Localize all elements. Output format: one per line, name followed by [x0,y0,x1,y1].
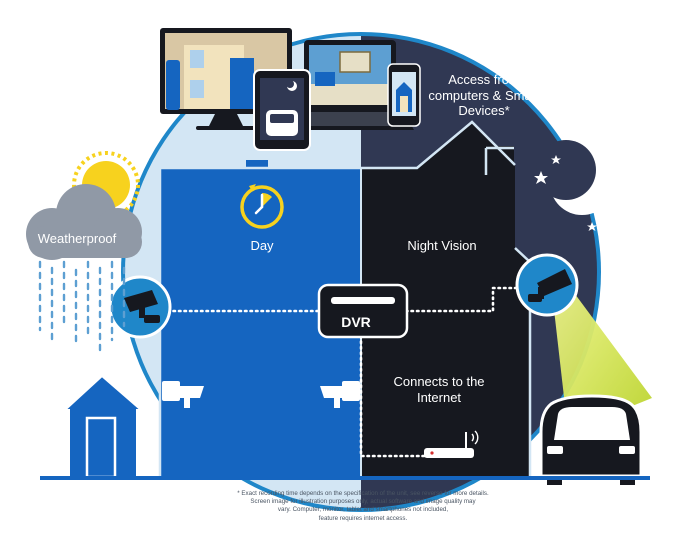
footnote-line: vary. Computer, monitor, tablet and smar… [277,506,449,514]
access-devices-label: Access from computers & Smart Devices* [428,72,540,119]
dvr-label: DVR [341,314,371,330]
camera-icon [320,381,360,408]
camera-icon [108,275,172,339]
camera-icon [162,381,204,408]
rain [38,260,126,352]
tablet-icon [253,69,311,151]
cloud-icon [26,184,142,260]
star-icon [534,155,597,231]
router-icon [424,430,479,458]
house-day-side [160,160,361,476]
laptop-icon [292,40,414,130]
devices-group [160,28,421,151]
connection-lines [166,286,526,458]
ground [40,476,650,480]
house-night-side [361,120,532,476]
moon-icon [536,140,614,215]
clock-icon [240,184,284,229]
weatherproof-label: Weatherproof [37,231,117,246]
footnote: * Exact recording time depends on the sp… [218,490,508,523]
footnote-line: feature requires internet access. [318,514,408,522]
night-vision-label: Night Vision [407,238,477,253]
footnote-line: Screen image for illustration purposes o… [250,498,476,506]
shed-icon [65,374,141,479]
house-outline-day [158,166,361,476]
phone-icon [387,63,421,127]
car-icon [539,394,643,487]
footnote-line: * Exact recording time depends on the sp… [237,490,489,497]
day-label: Day [250,238,274,253]
camera-icon [515,253,579,317]
dvr-box [317,283,409,339]
connects-internet-label: Connects to the Internet [393,374,485,405]
